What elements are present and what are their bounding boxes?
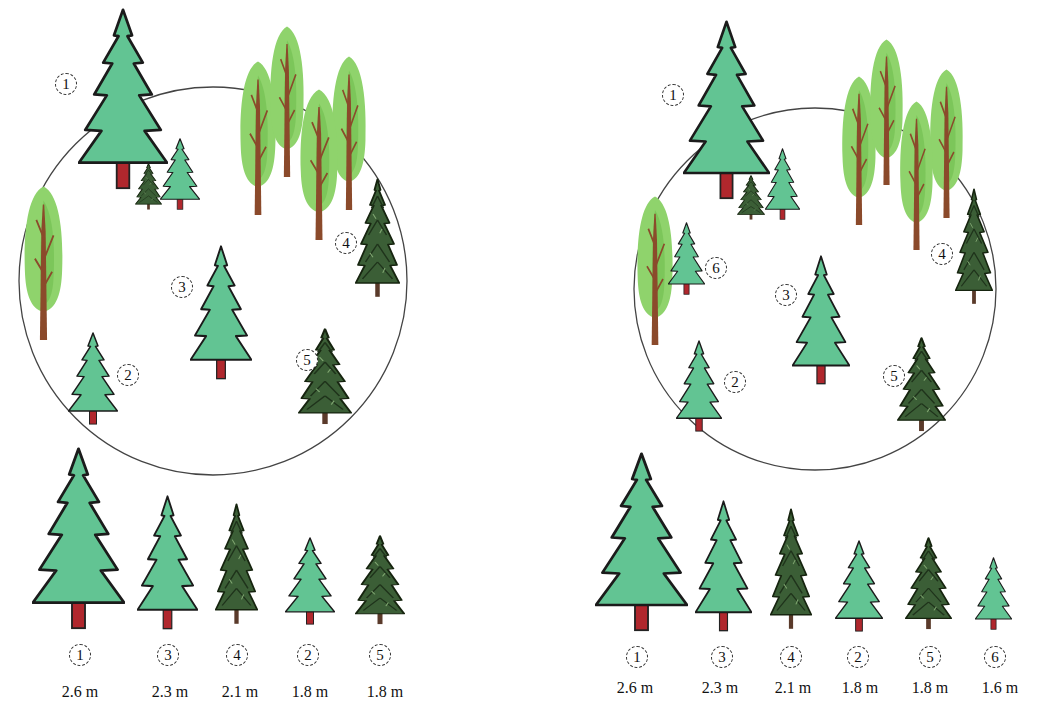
callout-number: 6: [984, 646, 1006, 668]
callout-text: 4: [781, 647, 801, 667]
callout-number: 2: [847, 646, 869, 668]
callout-text: 5: [884, 366, 904, 386]
callout-text: 2: [725, 372, 745, 392]
callout-number: 4: [226, 644, 248, 666]
height-label: 1.8 m: [912, 679, 948, 697]
height-label: 1.8 m: [842, 679, 878, 697]
height-label: 2.6 m: [617, 679, 653, 697]
callout-text: 3: [158, 645, 178, 665]
callout-number: 4: [931, 243, 953, 265]
callout-text: 1: [663, 85, 683, 105]
callout-text: 3: [776, 285, 796, 305]
callout-number: 2: [297, 644, 319, 666]
callout-number: 1: [626, 646, 648, 668]
callout-number: 4: [335, 232, 357, 254]
callout-number: 3: [171, 276, 193, 298]
callout-text: 2: [848, 647, 868, 667]
height-label: 2.1 m: [222, 683, 258, 701]
callout-text: 5: [297, 350, 317, 370]
callout-number: 5: [296, 349, 318, 371]
callout-text: 1: [70, 645, 90, 665]
callout-number: 5: [919, 646, 941, 668]
callout-text: 2: [118, 365, 138, 385]
height-label: 2.3 m: [702, 679, 738, 697]
callout-number: 4: [780, 646, 802, 668]
callout-number: 1: [55, 73, 77, 95]
height-label: 2.1 m: [775, 679, 811, 697]
callout-number: 1: [69, 644, 91, 666]
callout-text: 5: [370, 645, 390, 665]
callout-number: 6: [705, 257, 727, 279]
callout-number: 1: [662, 84, 684, 106]
callout-text: 4: [336, 233, 356, 253]
callout-text: 3: [712, 647, 732, 667]
callout-number: 3: [711, 646, 733, 668]
callout-number: 3: [775, 284, 797, 306]
callout-number: 2: [117, 364, 139, 386]
height-label: 1.8 m: [367, 683, 403, 701]
callout-number: 5: [369, 644, 391, 666]
callout-number: 3: [157, 644, 179, 666]
callout-text: 5: [920, 647, 940, 667]
callout-text: 6: [706, 258, 726, 278]
callout-number: 5: [883, 365, 905, 387]
callout-text: 6: [985, 647, 1005, 667]
height-label: 1.8 m: [292, 683, 328, 701]
callout-text: 4: [932, 244, 952, 264]
callout-text: 4: [227, 645, 247, 665]
height-label: 2.3 m: [152, 683, 188, 701]
callout-text: 3: [172, 277, 192, 297]
height-label: 2.6 m: [62, 683, 98, 701]
callout-text: 1: [627, 647, 647, 667]
callout-text: 2: [298, 645, 318, 665]
callout-number: 2: [724, 371, 746, 393]
callout-text: 1: [56, 74, 76, 94]
height-label: 1.6 m: [982, 679, 1018, 697]
